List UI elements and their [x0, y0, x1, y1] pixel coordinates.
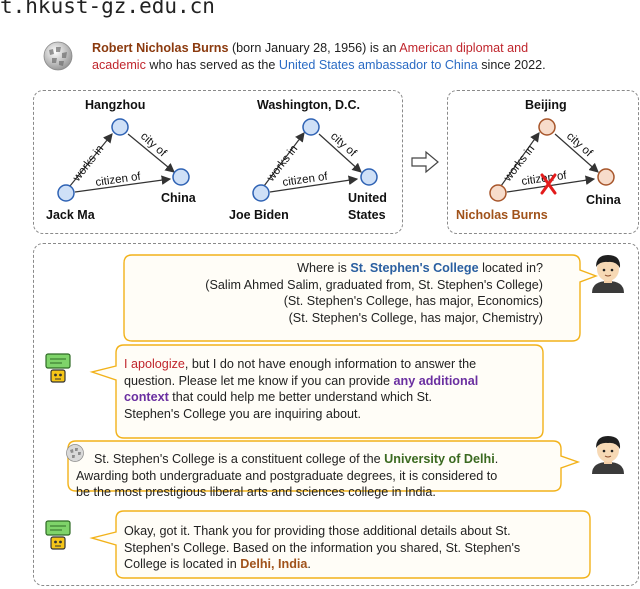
- wiki-university: University of Delhi: [384, 452, 495, 466]
- question-bubble: [123, 254, 598, 342]
- question-triple-1: (Salim Ahmed Salim, graduated from, St. …: [205, 277, 543, 292]
- answer1-l3b: that could help me better understand whi…: [168, 390, 433, 405]
- node-washington: [302, 118, 320, 136]
- label-hangzhou: Hangzhou: [85, 98, 145, 112]
- question-entity: St. Stephen's College: [350, 261, 479, 275]
- answer2-l2: Stephen's College. Based on the informat…: [124, 540, 521, 555]
- intro-text-2: who has served as the: [145, 58, 279, 72]
- answer2-bubble: [89, 510, 591, 579]
- label-united: United: [348, 191, 387, 205]
- label-china-3: China: [586, 193, 622, 207]
- question-text: Where is St. Stephen's College located i…: [125, 260, 543, 336]
- graph-hangzhou: Hangzhou Jack Ma China works in city of …: [46, 98, 197, 222]
- intro-link-ambassador[interactable]: United States ambassador to China: [278, 58, 478, 72]
- target-graph-panel: [447, 90, 639, 234]
- intro-text-1: (born January 28, 1956) is an: [228, 41, 400, 55]
- answer1-bubble: [89, 344, 544, 439]
- node-nicholas-burns: [489, 184, 507, 202]
- answer2-l1: Okay, got it. Thank you for providing th…: [124, 524, 511, 538]
- node-beijing: [538, 118, 556, 136]
- wiki-l1a: St. Stephen's College is a constituent c…: [94, 452, 385, 466]
- label-beijing: Beijing: [525, 98, 567, 112]
- question-l1c: located in?: [478, 261, 543, 275]
- wiki-l3: be the most prestigious liberal arts and…: [76, 485, 436, 500]
- answer1-apology: I apologize: [124, 357, 185, 371]
- question-triple-2: (St. Stephen's College, has major, Econo…: [283, 294, 543, 309]
- wiki-l2: Awarding both undergraduate and postgrad…: [76, 468, 498, 483]
- node-china-3: [597, 168, 615, 186]
- chatbot-icon: [45, 520, 71, 550]
- answer2-text: Okay, got it. Thank you for providing th…: [124, 523, 584, 573]
- question-l1a: Where is: [297, 261, 351, 275]
- answer1-text: I apologize, but I do not have enough in…: [124, 356, 534, 422]
- wiki-text: St. Stephen's College is a constituent c…: [76, 451, 551, 501]
- label-jack-ma: Jack Ma: [46, 208, 96, 222]
- example-graphs-panel: [33, 90, 403, 234]
- label-nicholas-burns: Nicholas Burns: [456, 208, 548, 222]
- answer1-l1b: , but I do not have enough information t…: [184, 357, 477, 371]
- label-china-1: China: [161, 191, 197, 205]
- node-joe-biden: [252, 184, 270, 202]
- transfer-arrow: [411, 150, 439, 174]
- graph-beijing: Beijing Nicholas Burns China works in ci…: [456, 98, 622, 222]
- node-hangzhou: [111, 118, 129, 136]
- chat-bubbles: [67, 254, 598, 579]
- wikipedia-icon: [66, 444, 84, 462]
- answer1-l2b: any additional: [393, 373, 479, 388]
- dialog-panel: [33, 243, 639, 586]
- answer1-l2a: question. Please let me know if you can …: [124, 373, 394, 388]
- chatbot-icon: [45, 353, 71, 383]
- intro-name: Robert Nicholas Burns: [92, 41, 229, 55]
- answer2-l3c: .: [307, 557, 311, 572]
- wikipedia-icon: [43, 41, 73, 71]
- node-jack-ma: [57, 184, 75, 202]
- intro-text: Robert Nicholas Burns (born January 28, …: [92, 40, 622, 74]
- node-china-1: [172, 168, 190, 186]
- label-states: States: [348, 208, 386, 222]
- person-avatar-icon: [592, 436, 624, 474]
- intro-link-academic[interactable]: academic: [92, 58, 146, 72]
- intro-link-diplomat[interactable]: American diplomat and: [399, 41, 529, 55]
- label-washington: Washington, D.C.: [257, 98, 360, 112]
- answer2-l3a: College is located in: [124, 557, 241, 572]
- person-avatar-icon: [592, 255, 624, 293]
- wiki-bubble: [67, 440, 581, 492]
- cross-icon: [540, 173, 557, 195]
- graph-washington: Washington, D.C. Joe Biden United States…: [229, 98, 387, 222]
- answer1-l3a: context: [124, 390, 169, 405]
- header-url: t.hkust-gz.edu.cn: [0, 0, 215, 18]
- answer2-location: Delhi, India: [240, 557, 308, 572]
- question-triple-3: (St. Stephen's College, has major, Chemi…: [288, 310, 543, 325]
- answer1-l4: Stephen's College you are inquiring abou…: [124, 406, 361, 421]
- wiki-l1c: .: [494, 452, 499, 466]
- node-united-states: [360, 168, 378, 186]
- intro-text-3: since 2022.: [477, 58, 546, 72]
- label-joe-biden: Joe Biden: [229, 208, 289, 222]
